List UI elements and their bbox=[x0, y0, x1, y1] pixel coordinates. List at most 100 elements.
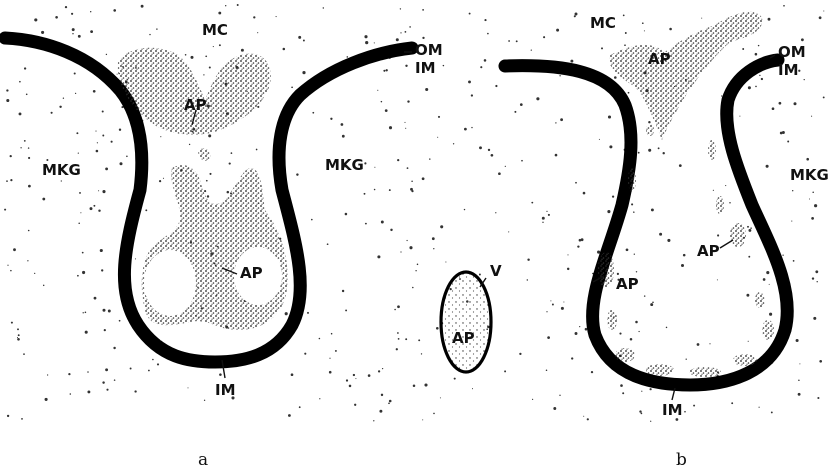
granule bbox=[479, 274, 481, 276]
granule bbox=[87, 371, 89, 373]
granule bbox=[327, 243, 329, 245]
granule bbox=[563, 301, 564, 302]
granule bbox=[389, 400, 392, 403]
granule bbox=[405, 338, 407, 340]
granule bbox=[117, 74, 118, 75]
granule bbox=[7, 265, 8, 266]
granule bbox=[331, 333, 333, 335]
granule bbox=[82, 252, 84, 254]
granule bbox=[94, 297, 97, 300]
granule bbox=[6, 89, 8, 91]
granule bbox=[622, 392, 624, 394]
granule bbox=[23, 353, 25, 355]
granule bbox=[809, 198, 810, 199]
granule bbox=[579, 239, 582, 242]
granule bbox=[385, 109, 388, 112]
granule bbox=[204, 400, 205, 401]
granule bbox=[443, 65, 444, 66]
granule bbox=[374, 189, 376, 191]
granule bbox=[650, 421, 651, 422]
granule bbox=[796, 339, 799, 342]
granule bbox=[85, 331, 88, 334]
granule bbox=[397, 159, 399, 161]
granule bbox=[288, 414, 291, 417]
granule bbox=[364, 193, 366, 195]
label-b-im-bottom: IM bbox=[662, 401, 683, 419]
granule bbox=[555, 154, 558, 157]
granule bbox=[432, 237, 435, 240]
granule bbox=[748, 341, 749, 342]
granule bbox=[10, 270, 12, 272]
granule bbox=[98, 209, 100, 211]
granule bbox=[759, 407, 760, 408]
granule bbox=[422, 177, 425, 180]
granule bbox=[546, 311, 547, 312]
granule bbox=[78, 222, 80, 224]
granule bbox=[464, 209, 465, 210]
granule bbox=[519, 353, 521, 355]
label-b-ap-vesicle: AP bbox=[452, 329, 475, 347]
granule bbox=[406, 240, 407, 241]
granule bbox=[766, 165, 769, 168]
granule bbox=[90, 207, 93, 210]
granule bbox=[345, 213, 348, 216]
granule bbox=[400, 32, 401, 33]
granule bbox=[823, 96, 825, 98]
granule bbox=[207, 195, 209, 197]
granule bbox=[28, 157, 30, 159]
granule bbox=[464, 128, 467, 131]
granule bbox=[17, 328, 19, 330]
granule bbox=[283, 48, 286, 51]
granule bbox=[381, 221, 384, 224]
granule bbox=[405, 128, 406, 129]
granule bbox=[205, 55, 207, 57]
granule bbox=[484, 19, 486, 21]
granule bbox=[417, 264, 419, 266]
granule bbox=[644, 295, 645, 296]
granule bbox=[411, 180, 413, 182]
granule bbox=[323, 7, 324, 8]
granule bbox=[188, 387, 189, 388]
granule bbox=[630, 338, 633, 341]
granule bbox=[601, 47, 603, 49]
granule bbox=[126, 156, 128, 158]
granule bbox=[783, 5, 785, 7]
granule bbox=[396, 348, 398, 350]
granule bbox=[329, 371, 332, 374]
granule bbox=[520, 103, 523, 106]
granule bbox=[521, 160, 523, 162]
granule bbox=[42, 198, 45, 201]
granule bbox=[104, 329, 106, 331]
granule bbox=[591, 371, 593, 373]
granule bbox=[335, 350, 337, 352]
granule bbox=[6, 99, 9, 102]
granule bbox=[429, 158, 430, 159]
granule bbox=[90, 11, 91, 12]
granule bbox=[227, 191, 230, 194]
granule bbox=[70, 393, 72, 395]
granule bbox=[51, 112, 53, 114]
granule bbox=[469, 13, 471, 15]
granule bbox=[819, 16, 822, 19]
granule bbox=[552, 304, 554, 306]
label-a-om: OM bbox=[415, 41, 443, 59]
granule bbox=[149, 34, 150, 35]
granule bbox=[63, 98, 64, 99]
granule bbox=[801, 38, 804, 41]
granule bbox=[409, 246, 412, 249]
granule bbox=[103, 309, 106, 312]
granule bbox=[100, 249, 103, 252]
granule bbox=[806, 158, 809, 161]
granule bbox=[531, 49, 532, 50]
granule bbox=[717, 234, 719, 236]
granule bbox=[581, 238, 584, 241]
granule bbox=[504, 370, 506, 372]
granule bbox=[4, 209, 6, 211]
granule bbox=[579, 326, 580, 327]
granule bbox=[812, 191, 814, 193]
granule bbox=[626, 248, 629, 251]
granule bbox=[113, 347, 115, 349]
granule bbox=[141, 5, 144, 8]
granule bbox=[374, 167, 375, 168]
granule bbox=[304, 353, 306, 355]
